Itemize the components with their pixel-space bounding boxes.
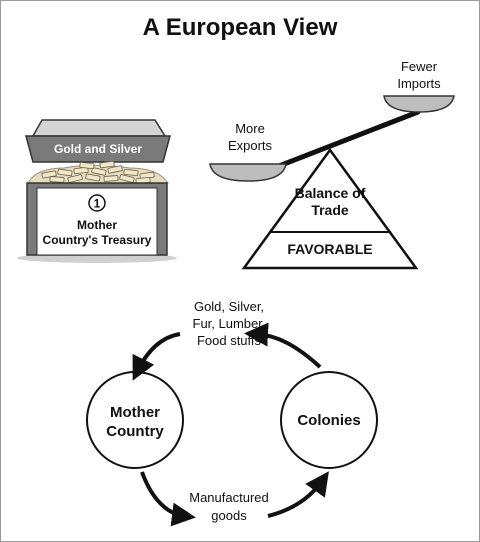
chest-front-panel <box>36 187 158 256</box>
right-pan <box>383 95 455 113</box>
treasury-number-badge <box>88 194 106 212</box>
page-title: A European View <box>143 14 338 41</box>
chest-lid-top <box>31 119 167 137</box>
chest-lid-band <box>25 135 171 163</box>
balance-of-trade-line2: Trade <box>311 202 349 218</box>
treasury-number: 1 <box>94 197 101 211</box>
trade-cycle: Mother Country Colonies Gold, Silver, Fu… <box>86 299 378 527</box>
manufactured-goods-line2: goods <box>211 508 247 523</box>
favorable-label: FAVORABLE <box>287 241 372 257</box>
gold-bars <box>41 160 155 185</box>
mother-country-label-line2: Country <box>106 423 164 440</box>
colonies-node <box>280 371 378 469</box>
raw-goods-line2: Fur, Lumber, <box>193 316 266 331</box>
fulcrum-triangle <box>241 147 419 270</box>
arrow-mother-to-colonies-left <box>140 471 196 527</box>
manufactured-goods-line1: Manufactured <box>189 490 269 505</box>
treasury-chest: Gold and Silver 1 Mother Country's Treas… <box>17 119 177 263</box>
balance-of-trade-line1: Balance of <box>295 185 366 201</box>
mother-country-label-line1: Mother <box>110 404 160 421</box>
colonies-label: Colonies <box>297 412 360 429</box>
more-exports-line1: More <box>235 121 265 136</box>
arrow-colonies-to-mother-upper <box>244 322 322 369</box>
fewer-imports-line1: Fewer <box>401 59 438 74</box>
fewer-imports-line2: Imports <box>397 76 441 91</box>
more-exports-line2: Exports <box>228 138 273 153</box>
treasury-label-line1: Mother <box>77 218 117 232</box>
raw-goods-line1: Gold, Silver, <box>194 299 264 314</box>
raw-goods-line3: Food stuffs <box>197 333 262 348</box>
left-pan <box>209 163 287 182</box>
arrow-mother-to-colonies-right <box>267 471 329 518</box>
treasury-label-line2: Country's Treasury <box>43 233 152 247</box>
balance-scale: Balance of Trade FAVORABLE More Exports … <box>209 59 455 270</box>
gold-and-silver-label: Gold and Silver <box>54 142 142 156</box>
arrow-colonies-to-mother-lower <box>132 332 181 381</box>
